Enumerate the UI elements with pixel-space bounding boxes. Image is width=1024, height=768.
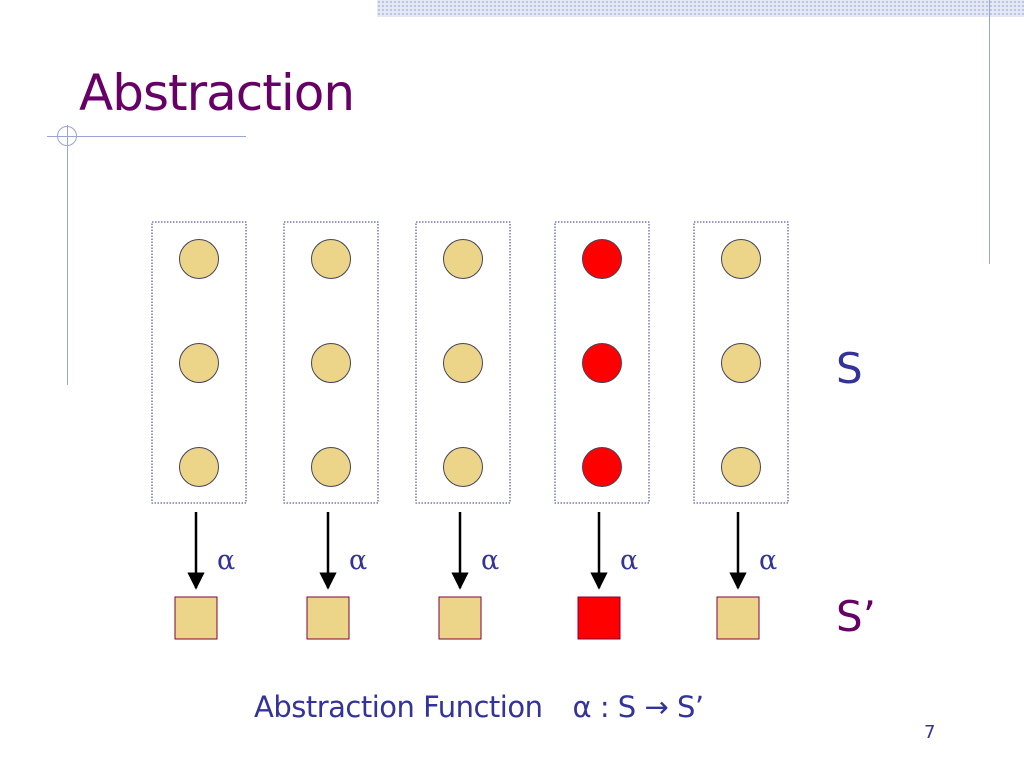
state-column: α bbox=[693, 221, 789, 640]
abstract-state-square bbox=[174, 596, 218, 640]
abstract-state-square bbox=[438, 596, 482, 640]
top-decorative-band bbox=[377, 0, 1024, 17]
state-group-box bbox=[283, 221, 379, 504]
caption-prefix: Abstraction Function bbox=[254, 690, 543, 724]
state-group-box bbox=[151, 221, 247, 504]
state-column: α bbox=[554, 221, 650, 640]
page-number: 7 bbox=[924, 722, 936, 743]
concrete-state-circle bbox=[582, 447, 622, 487]
caption-formula: α : S → S’ bbox=[572, 690, 704, 724]
slide-title: Abstraction bbox=[79, 64, 355, 122]
concrete-state-circle bbox=[443, 447, 483, 487]
abstract-state-square bbox=[306, 596, 350, 640]
alpha-label: α bbox=[217, 545, 235, 576]
concrete-state-circle bbox=[443, 239, 483, 279]
state-group-box bbox=[693, 221, 789, 504]
abstract-state-square bbox=[716, 596, 760, 640]
concrete-state-circle bbox=[582, 239, 622, 279]
left-guide-line bbox=[67, 125, 68, 385]
state-group-box bbox=[554, 221, 650, 504]
state-group-box bbox=[415, 221, 511, 504]
concrete-state-circle bbox=[721, 343, 761, 383]
alpha-label: α bbox=[759, 545, 777, 576]
alpha-label: α bbox=[349, 545, 367, 576]
abstract-state-square bbox=[577, 596, 621, 640]
concrete-state-circle bbox=[721, 447, 761, 487]
concrete-state-circle bbox=[179, 239, 219, 279]
state-column: α bbox=[415, 221, 511, 640]
abstract-states-label: S’ bbox=[836, 592, 877, 641]
concrete-state-circle bbox=[311, 343, 351, 383]
concrete-states-label: S bbox=[836, 344, 863, 393]
alpha-label: α bbox=[620, 545, 638, 576]
caption: Abstraction Function α : S → S’ bbox=[254, 690, 704, 725]
concrete-state-circle bbox=[179, 447, 219, 487]
title-underline bbox=[47, 136, 246, 137]
state-column: α bbox=[283, 221, 379, 640]
concrete-state-circle bbox=[443, 343, 483, 383]
concrete-state-circle bbox=[311, 447, 351, 487]
concrete-state-circle bbox=[311, 239, 351, 279]
concrete-state-circle bbox=[582, 343, 622, 383]
alpha-label: α bbox=[481, 545, 499, 576]
concrete-state-circle bbox=[179, 343, 219, 383]
state-column: α bbox=[151, 221, 247, 640]
crosshair-ornament bbox=[57, 126, 77, 146]
concrete-state-circle bbox=[721, 239, 761, 279]
right-guide-line bbox=[989, 0, 990, 264]
